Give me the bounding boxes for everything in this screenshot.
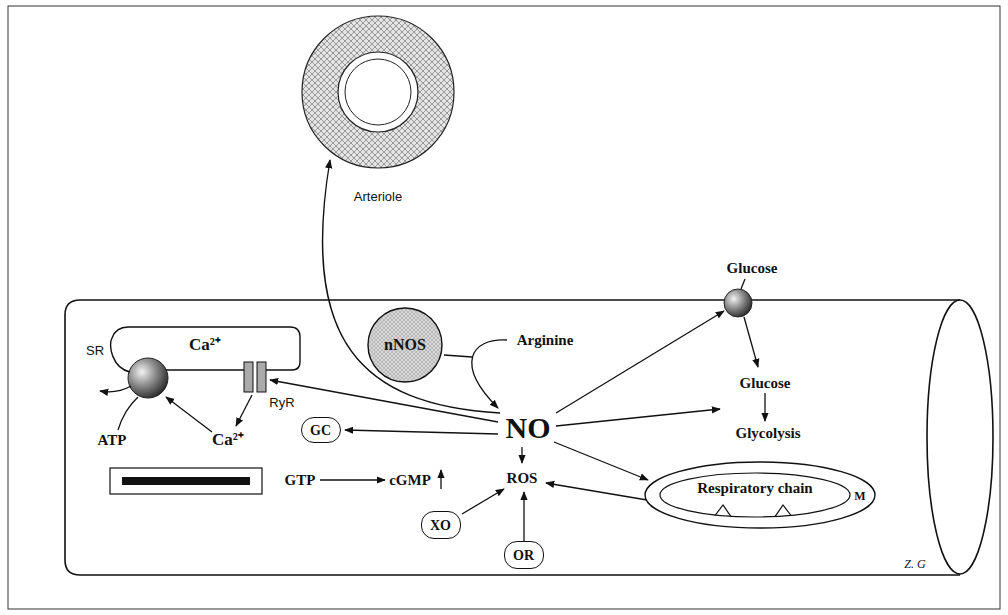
text-anchor: Z. G — [904, 554, 925, 572]
arrow — [554, 442, 648, 480]
ion-label: Ca²⁺ — [212, 430, 244, 449]
arrow — [472, 340, 507, 408]
substrate-label: Arginine — [517, 332, 574, 348]
organelle-label: Respiratory chain — [697, 480, 812, 496]
text-anchor: Arteriole — [354, 187, 402, 205]
arrow — [462, 489, 504, 514]
arrow — [556, 311, 724, 413]
pathway-label: Glycolysis — [735, 425, 800, 441]
enzyme-circle: nNOS — [367, 307, 443, 383]
arrow — [345, 430, 498, 434]
arrow — [166, 397, 212, 432]
enzyme-oval: GC — [301, 417, 341, 443]
enzyme-label: nNOS — [384, 336, 426, 353]
vessel-label: Arteriole — [354, 189, 402, 204]
molecule-label: ROS — [507, 470, 538, 486]
calcium-pump — [128, 358, 168, 398]
text-anchor: Glucose — [727, 259, 778, 277]
arrow — [320, 479, 385, 480]
text-anchor: SR — [86, 341, 104, 359]
text-anchor: GTP — [285, 471, 316, 489]
text-anchor: RyR — [269, 393, 294, 411]
arrow — [100, 386, 131, 392]
metabolite-label: Glucose — [727, 260, 778, 276]
arrow — [444, 355, 472, 357]
ion-label: Ca²⁺ — [189, 335, 221, 354]
fiber-outline — [65, 300, 960, 575]
arrow — [521, 447, 522, 463]
myofilament — [122, 477, 250, 485]
fiber-end — [927, 300, 993, 574]
enzyme-oval: OR — [504, 541, 544, 569]
molecule-label: GTP — [285, 472, 316, 488]
text-anchor: Ca²⁺ — [212, 430, 244, 450]
text-anchor: Glucose — [740, 374, 791, 392]
arrow — [523, 492, 524, 541]
arrow — [270, 380, 498, 422]
molecule-label: NO — [506, 411, 551, 444]
arrow — [556, 409, 720, 426]
ryr-channel — [257, 362, 266, 392]
arteriole-node: Arteriole — [300, 14, 456, 208]
metabolite-label: Glucose — [740, 375, 791, 391]
arteriole-node-outline — [300, 14, 456, 208]
enzyme-label: GC — [310, 422, 331, 437]
sarcoplasmic-reticulum: SR Ca²⁺ — [80, 320, 310, 380]
text-anchor: nNOS — [384, 336, 426, 354]
molecule-label: cGMP — [389, 472, 431, 488]
glucose-transporter — [724, 289, 752, 317]
arrow — [744, 317, 758, 367]
text-anchor: ATP — [98, 431, 127, 449]
figure-frame — [8, 6, 1000, 609]
enzyme-oval: XO — [421, 511, 461, 539]
arrow — [764, 393, 765, 421]
arrow — [741, 279, 745, 289]
ryr-channel — [244, 362, 253, 392]
signature: Z. G — [904, 557, 925, 571]
enzyme-label: OR — [513, 547, 534, 562]
arrow — [118, 397, 138, 430]
molecule-label: ATP — [98, 432, 127, 448]
text-anchor: GC — [310, 420, 331, 438]
text-anchor: OR — [513, 545, 534, 563]
text-anchor: Ca²⁺ — [189, 335, 221, 355]
arrow — [236, 395, 252, 426]
mitochondrion: Respiratory chainM — [645, 462, 875, 528]
organelle-label: M — [854, 489, 865, 503]
text-anchor: Respiratory chain — [697, 479, 812, 497]
text-anchor: M — [854, 486, 865, 504]
text-anchor: cGMP — [389, 471, 431, 489]
myofilament-box — [110, 468, 262, 494]
channel-label: RyR — [269, 395, 294, 410]
text-anchor: Arginine — [517, 331, 574, 349]
arrow — [322, 160, 500, 413]
organelle-label: SR — [86, 343, 104, 358]
text-anchor: NO — [506, 411, 551, 446]
text-anchor: XO — [430, 515, 451, 533]
increase-arrow — [440, 470, 441, 489]
text-anchor: Glycolysis — [735, 424, 800, 442]
arrow — [546, 483, 647, 500]
text-anchor: ROS — [507, 469, 538, 487]
enzyme-label: XO — [430, 517, 451, 532]
